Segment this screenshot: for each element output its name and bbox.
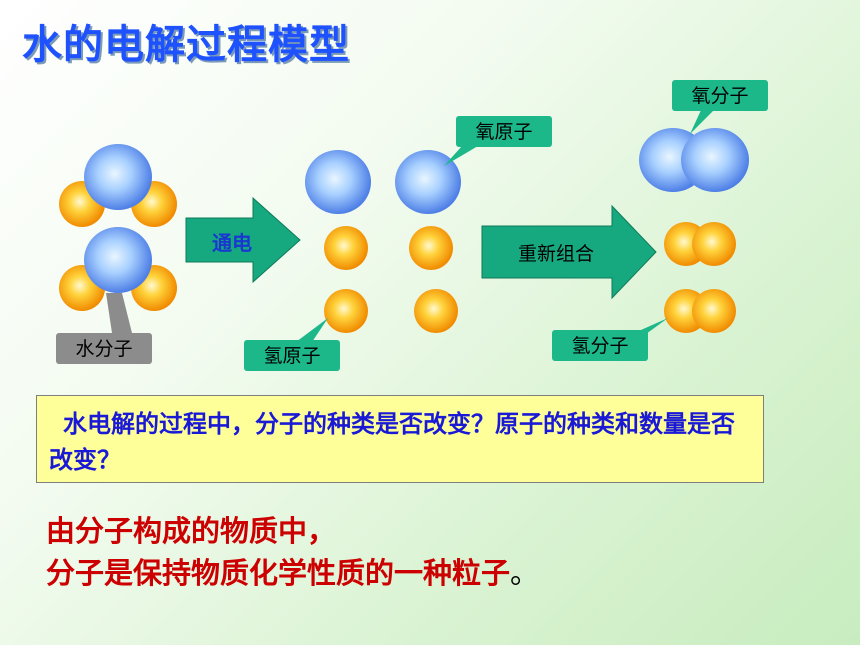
oxygen-atom — [681, 128, 749, 192]
water-molecule-bottom — [59, 227, 177, 311]
hydrogen-molecule-callout: 氢分子 — [552, 318, 668, 361]
water-molecule-label: 水分子 — [75, 338, 132, 360]
hydrogen-atom — [324, 289, 368, 333]
conclusion-line-2: 分子是保持物质化学性质的一种粒子。 — [46, 552, 539, 594]
oxygen-molecule — [639, 128, 749, 192]
conclusion-line-1: 由分子构成的物质中， — [46, 514, 337, 548]
oxygen-atom — [305, 150, 371, 214]
oxygen-atom — [395, 150, 461, 214]
hydrogen-atom — [414, 289, 458, 333]
conclusion-line-2-text: 分子是保持物质化学性质的一种粒子 — [46, 556, 511, 590]
hydrogen-molecule-bottom — [664, 289, 736, 333]
hydrogen-atom-callout: 氢原子 — [244, 318, 340, 371]
slide-title: 水的电解过程模型 — [22, 22, 350, 68]
oxygen-atom-label: 氧原子 — [475, 121, 532, 143]
conclusion-text: 由分子构成的物质中， 分子是保持物质化学性质的一种粒子。 — [46, 510, 539, 594]
water-molecule-top — [59, 144, 177, 227]
hydrogen-atom-label: 氢原子 — [263, 345, 320, 367]
oxygen-molecule-callout: 氧分子 — [672, 80, 768, 134]
electrolysis-arrow: 通电 — [185, 196, 301, 284]
oxygen-atom — [84, 227, 152, 293]
question-box: 水电解的过程中，分子的种类是否改变？原子的种类和数量是否改变？ — [36, 395, 764, 483]
hydrogen-atom — [409, 226, 453, 270]
hydrogen-atom — [692, 222, 736, 266]
recombine-arrow: 重新组合 — [481, 204, 657, 300]
recombine-arrow-label: 重新组合 — [518, 243, 594, 265]
hydrogen-molecule-label: 氢分子 — [571, 335, 628, 357]
conclusion-line-2-end: 。 — [510, 556, 540, 590]
water-molecule-callout: 水分子 — [56, 293, 152, 364]
oxygen-atom — [84, 144, 152, 210]
electrolysis-arrow-label: 通电 — [212, 231, 252, 255]
oxygen-atom-callout: 氧原子 — [444, 116, 552, 166]
hydrogen-atom — [692, 289, 736, 333]
hydrogen-atom — [324, 226, 368, 270]
hydrogen-molecule-top — [664, 222, 736, 266]
oxygen-molecule-label: 氧分子 — [691, 85, 748, 107]
